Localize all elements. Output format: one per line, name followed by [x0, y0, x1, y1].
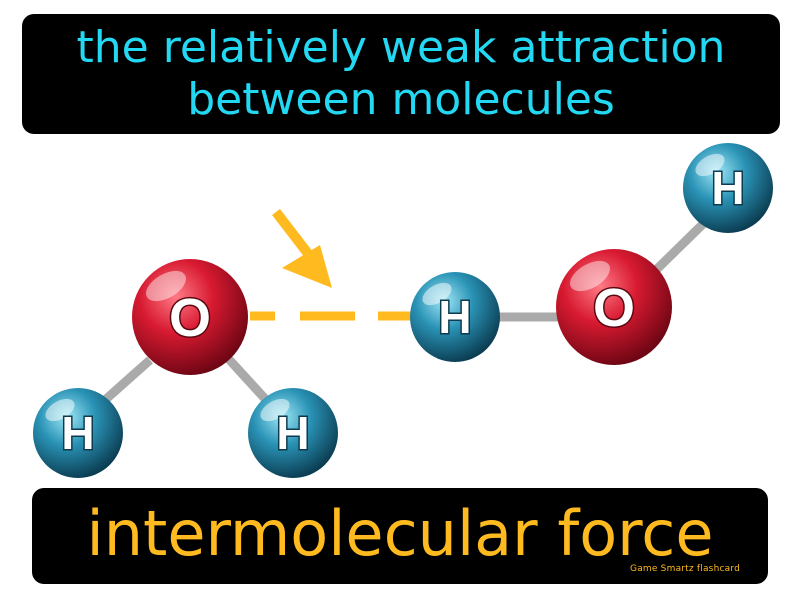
hydrogen-atom-top-right: H [683, 143, 773, 233]
hydrogen-atom-bonded: H [410, 272, 500, 362]
oxygen-atom-left: O [132, 259, 248, 375]
definition-line-2: between molecules [187, 74, 615, 125]
term-banner: intermolecular force Game Smartz flashca… [32, 488, 768, 584]
svg-text:O: O [593, 278, 635, 338]
definition-banner: the relatively weak attraction between m… [22, 14, 780, 134]
hydrogen-atom-bottom-left: H [33, 388, 123, 478]
svg-text:H: H [438, 291, 471, 343]
definition-line-1: the relatively weak attraction [76, 22, 726, 73]
svg-text:H: H [711, 162, 744, 214]
arrow-icon [272, 208, 332, 288]
svg-text:H: H [276, 407, 309, 459]
covalent-bonds [102, 218, 709, 406]
hydrogen-atom-bottom-middle: H [248, 388, 338, 478]
bond-o2-h4 [652, 218, 709, 274]
oxygen-atom-right: O [556, 249, 672, 365]
svg-text:H: H [61, 407, 94, 459]
term-title: intermolecular force [86, 497, 714, 570]
watermark-credit: Game Smartz flashcard [630, 564, 740, 574]
svg-text:O: O [169, 288, 211, 348]
bond-o1-h1 [102, 356, 153, 404]
bond-o1-h2 [221, 351, 272, 406]
